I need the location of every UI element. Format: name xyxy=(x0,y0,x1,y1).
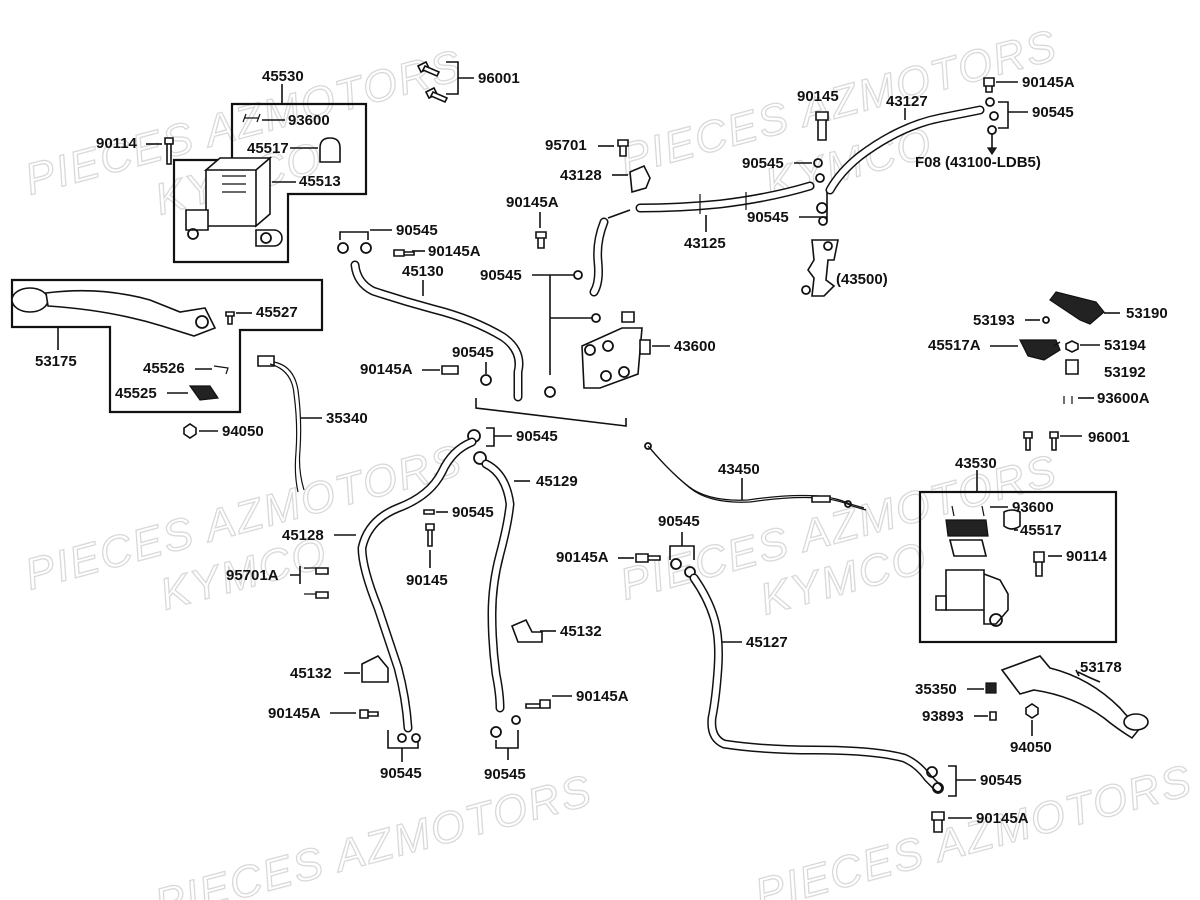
part-label-95701: 95701 xyxy=(545,137,587,154)
part-label-43128: 43128 xyxy=(560,167,602,184)
part-label-35350: 35350 xyxy=(915,681,957,698)
left-brake-lever-group: 45527 53175 45526 45525 xyxy=(10,278,324,414)
part-label-45517: 45517 xyxy=(247,140,289,157)
part-label-90545: 90545 xyxy=(980,772,1022,789)
master-cylinder-body-right xyxy=(945,569,1009,625)
part-label-90545: 90545 xyxy=(396,222,438,239)
part-label-90145: 90145 xyxy=(797,88,839,105)
part-label-93893: 93893 xyxy=(922,708,964,725)
watermark-text: PIECES AZMOTORS xyxy=(150,766,598,900)
part-label-53178: 53178 xyxy=(1080,659,1122,676)
part-label-90145A: 90145A xyxy=(360,361,413,378)
brake-switch-35340: 35340 xyxy=(257,355,368,493)
part-label-90545: 90545 xyxy=(452,504,494,521)
part-label-45130: 45130 xyxy=(402,263,444,280)
part-label-45517A: 45517A xyxy=(928,337,981,354)
right-master-cylinder-group: 43530 93600 45517 90114 xyxy=(918,455,1118,644)
part-label-90145A: 90145A xyxy=(268,705,321,722)
part-label-90145A: 90145A xyxy=(576,688,629,705)
part-label-43127: 43127 xyxy=(886,93,928,110)
part-label-45132: 45132 xyxy=(560,623,602,640)
part-label-90545: 90545 xyxy=(452,344,494,361)
part-label-43125: 43125 xyxy=(684,235,726,252)
part-label-90545: 90545 xyxy=(658,513,700,530)
part-label-45128: 45128 xyxy=(282,527,324,544)
part-label-90114: 90114 xyxy=(1066,548,1108,565)
valve-group-43600: 90145A 90545 43600 xyxy=(475,194,716,427)
part-label-90545: 90545 xyxy=(747,209,789,226)
brake-hose-45127: 90545 90145A 45127 90545 90145A xyxy=(556,513,1029,833)
part-label-93600: 93600 xyxy=(288,112,330,129)
part-label-45526: 45526 xyxy=(143,360,185,377)
part-label-45127: 45127 xyxy=(746,634,788,651)
valve-43600 xyxy=(581,327,643,389)
right-hose-43127-group: 90145 90545 90545 43127 90145A 90545 F08… xyxy=(742,74,1075,226)
part-label-53193: 53193 xyxy=(973,312,1015,329)
bolt-90114-left: 90114 xyxy=(96,135,174,165)
part-label-45517: 45517 xyxy=(1020,522,1062,539)
group-frame-43530 xyxy=(918,490,1118,644)
label-f08-reference: F08 (43100-LDB5) xyxy=(915,154,1041,171)
part-label-53190: 53190 xyxy=(1126,305,1168,322)
part-label-90545: 90545 xyxy=(742,155,784,172)
part-label-95701A: 95701A xyxy=(226,567,279,584)
part-label-53175: 53175 xyxy=(35,353,77,370)
part-label-43500: (43500) xyxy=(836,271,888,288)
part-label-53194: 53194 xyxy=(1104,337,1146,354)
part-label-43600: 43600 xyxy=(674,338,716,355)
fittings-95701-43128: 95701 43128 xyxy=(545,137,651,194)
part-label-45530: 45530 xyxy=(262,68,304,85)
part-label-90145A: 90145A xyxy=(506,194,559,211)
fittings-center-left: 90145A 90545 xyxy=(360,344,494,386)
caliper-43500: (43500) xyxy=(801,239,888,297)
nut-94050-left: 94050 xyxy=(183,423,264,440)
part-label-90545: 90545 xyxy=(1032,104,1074,121)
right-lever-smallparts: 53190 53193 45517A 53194 53192 93600A xyxy=(928,291,1168,407)
part-label-45527: 45527 xyxy=(256,304,298,321)
part-label-96001: 96001 xyxy=(1088,429,1130,446)
part-label-94050: 94050 xyxy=(222,423,264,440)
part-label-45513: 45513 xyxy=(299,173,341,190)
part-label-43450: 43450 xyxy=(718,461,760,478)
part-label-53192: 53192 xyxy=(1104,364,1146,381)
part-label-90114: 90114 xyxy=(96,135,138,152)
part-label-90145A: 90145A xyxy=(556,549,609,566)
part-label-90145A: 90145A xyxy=(428,243,481,260)
group-frame-45530 xyxy=(172,102,368,264)
part-label-90545: 90545 xyxy=(516,428,558,445)
brake-hose-45130: 90545 90145A 45130 xyxy=(337,222,524,402)
part-label-94050: 94050 xyxy=(1010,739,1052,756)
part-label-93600: 93600 xyxy=(1012,499,1054,516)
screws-96001-right: 96001 xyxy=(1023,429,1130,451)
part-label-90545: 90545 xyxy=(484,766,526,783)
part-label-90545: 90545 xyxy=(380,765,422,782)
part-label-93600A: 93600A xyxy=(1097,390,1150,407)
part-label-45525: 45525 xyxy=(115,385,157,402)
right-brake-lever: 53178 35350 93893 94050 xyxy=(915,655,1149,756)
group-frame-53175 xyxy=(10,278,324,414)
part-label-90545: 90545 xyxy=(480,267,522,284)
part-label-35340: 35340 xyxy=(326,410,368,427)
watermark-text: PIECES AZMOTORS xyxy=(750,756,1198,900)
cable-43450: 43450 xyxy=(644,442,867,511)
brake-hose-43125: 43125 xyxy=(607,181,815,252)
hose-45129-45128-group: 90545 45129 45128 90545 90145 95701A 451… xyxy=(226,427,629,783)
part-label-45132: 45132 xyxy=(290,665,332,682)
part-label-43530: 43530 xyxy=(955,455,997,472)
left-master-cylinder-group: 45530 93600 45517 45513 xyxy=(172,68,368,264)
brake-lever-53175 xyxy=(45,289,217,337)
screws-96001-top: 96001 xyxy=(416,60,520,104)
part-label-45129: 45129 xyxy=(536,473,578,490)
part-label-96001: 96001 xyxy=(478,70,520,87)
part-label-90145A: 90145A xyxy=(1022,74,1075,91)
part-label-90145A: 90145A xyxy=(976,810,1029,827)
watermark-layer: PIECES AZMOTORS KYMCO PIECES AZMOTORS KY… xyxy=(19,20,1198,900)
part-label-90145: 90145 xyxy=(406,572,448,589)
